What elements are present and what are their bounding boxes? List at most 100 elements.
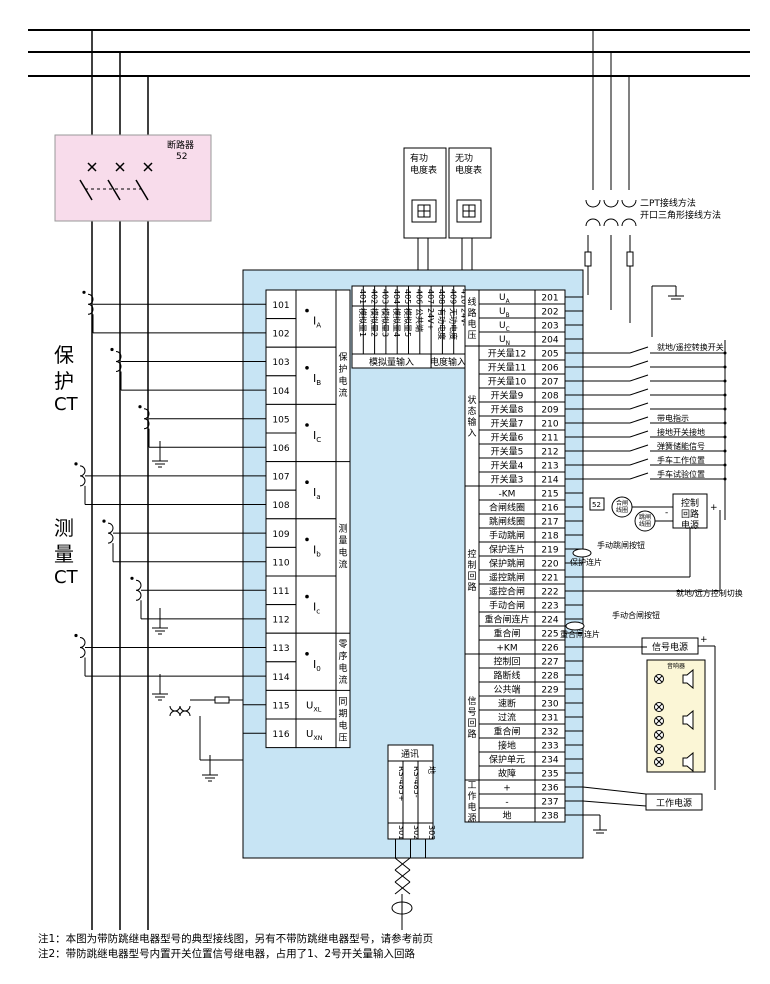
- control-power-label: 回路: [681, 508, 699, 520]
- terminal-number: 116: [272, 730, 289, 740]
- terminal-number: 214: [541, 476, 558, 486]
- status-input-label: 手车试验位置: [657, 469, 705, 479]
- energy-group-label: 电度输入: [430, 356, 466, 368]
- terminal-desc: 保护跳闸: [489, 558, 525, 570]
- terminal-desc: +KM: [496, 644, 517, 654]
- terminal-cell: [265, 604, 297, 634]
- section-label: 工作电源: [467, 781, 476, 824]
- terminal-number: 110: [272, 558, 289, 568]
- terminal-number: 106: [272, 444, 289, 454]
- label-char: 护: [338, 363, 347, 375]
- polarity-dot: [305, 652, 309, 656]
- analog-terminal-number: 402: [369, 289, 378, 304]
- polarity-dot: [110, 347, 114, 352]
- label-char: 电: [338, 662, 347, 674]
- analog-terminal-number: 409: [448, 289, 457, 304]
- label-char: 零: [338, 639, 347, 650]
- voltage-symbol: UN: [499, 335, 510, 347]
- label-char: 保: [338, 351, 347, 363]
- local-remote-switch-label: 就地/遥控转换开关: [657, 342, 724, 352]
- polarity-dot: [305, 308, 309, 313]
- analog-terminal-number: 404: [392, 289, 401, 304]
- wire: [629, 458, 649, 466]
- label-char: 流: [338, 674, 347, 686]
- reactive-meter-label-1: 无功: [455, 153, 473, 164]
- wire: [629, 444, 649, 452]
- terminal-number: 238: [541, 812, 558, 822]
- terminal-number: 114: [272, 673, 289, 683]
- analog-desc: 24V+: [426, 308, 435, 330]
- tripping-coil-label: 线圈: [639, 520, 651, 528]
- label-char: 期: [338, 708, 347, 719]
- ct-coil: [79, 637, 86, 658]
- terminal-desc: 重合闸: [493, 628, 520, 640]
- label-char: 电: [338, 375, 347, 387]
- terminal-desc: +: [503, 784, 511, 794]
- terminal-desc: 开关量10: [488, 376, 527, 388]
- terminal-desc: 故障: [498, 768, 516, 780]
- label-char: 电: [338, 547, 347, 559]
- terminal-number: 228: [541, 672, 558, 682]
- terminal-desc: 保护连片: [489, 544, 525, 556]
- terminal-number: 212: [541, 448, 558, 458]
- wire: [629, 472, 649, 480]
- polarity-dot: [138, 405, 142, 409]
- terminal-number: 107: [272, 473, 289, 483]
- polarity-dot: [130, 576, 134, 580]
- polarity-dot: [74, 462, 78, 466]
- label-char: 控: [467, 548, 476, 560]
- wire: [394, 881, 411, 895]
- terminal-cell: [265, 346, 297, 377]
- terminal-number: 205: [541, 350, 558, 360]
- terminal-number: 109: [272, 530, 289, 540]
- terminal-desc: 手动跳闸: [489, 530, 525, 542]
- work-power-label: 工作电源: [656, 797, 692, 809]
- polarity-dot: [305, 594, 309, 599]
- terminal-number: 232: [541, 728, 558, 738]
- comm-desc: RS-485-: [412, 766, 421, 798]
- terminal-number: 113: [272, 644, 289, 654]
- terminal-number: 222: [541, 588, 558, 598]
- terminal-number: 227: [541, 658, 558, 668]
- energy-meters: 有功 电度表 无功 电度表: [403, 147, 492, 290]
- voltage-symbol: UXL: [306, 700, 322, 713]
- bus-bars: [28, 29, 750, 77]
- terminal-desc: 开关量9: [491, 390, 524, 402]
- terminal-desc: 过流: [498, 712, 516, 724]
- polarity-dot: [74, 633, 78, 638]
- sounder-label: 音响器: [667, 662, 685, 670]
- status-input-label: 带电指示: [657, 413, 689, 423]
- terminal-number: 206: [541, 364, 558, 374]
- terminal-number: 111: [272, 587, 289, 597]
- terminal-desc: 重合闸: [493, 726, 520, 738]
- terminal-number: 236: [541, 784, 558, 794]
- fuse: [214, 696, 230, 704]
- wire: [394, 857, 411, 871]
- wire: [655, 703, 663, 711]
- label-char: 回: [467, 718, 476, 729]
- voltage-symbol: UC: [499, 321, 510, 333]
- buzzer-icon: [682, 751, 694, 773]
- label-char: 回: [467, 571, 476, 582]
- analog-terminal-number: 408: [437, 289, 446, 304]
- current-input-cell: [295, 518, 337, 577]
- closing-coil-label: 合闸: [616, 499, 628, 507]
- terminal-number: 204: [541, 336, 558, 346]
- terminal-desc: 重合闸连片: [484, 614, 529, 626]
- terminal-number: 213: [541, 462, 558, 472]
- buzzer-icon: [682, 668, 694, 690]
- terminal-number: 112: [272, 616, 289, 626]
- active-meter-label-1: 有功: [410, 152, 428, 164]
- label-char: 号: [467, 707, 476, 718]
- analog-terminal-number: 406: [415, 289, 424, 304]
- voltage-input-cell: [295, 718, 337, 749]
- external-circuits: 就地/遥控转换开关带电指示接地开关接地弹簧储能信号手车工作位置手车试验位置控制回…: [560, 340, 743, 834]
- comm-terminal-number: 303: [427, 825, 436, 840]
- terminal-number: 209: [541, 406, 558, 416]
